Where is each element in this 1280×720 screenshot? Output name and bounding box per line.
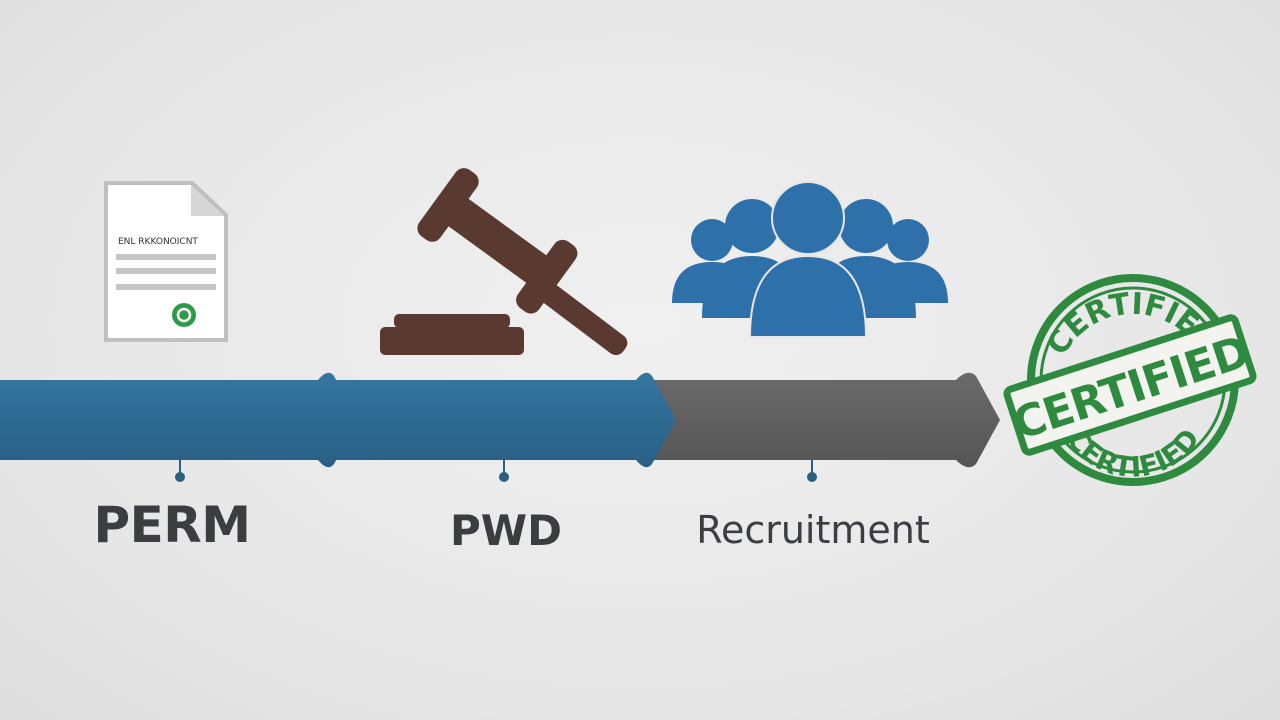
document-icon: ENL RKKONOICNT [104, 181, 228, 342]
gavel-icon [380, 168, 628, 356]
timeline-segment-2 [322, 372, 676, 468]
timeline-segment-3 [640, 372, 1000, 468]
document-line [116, 284, 216, 290]
milestone-markers [175, 460, 817, 482]
document-seal-icon [172, 303, 196, 327]
milestone-dot [807, 472, 817, 482]
stage-label-pwd: PWD [450, 506, 562, 555]
document-line [116, 268, 216, 274]
document-heading: ENL RKKONOICNT [118, 237, 198, 247]
certified-stamp: CERTIFIED CERTIFIED CERTIFIED [1003, 274, 1257, 486]
milestone-dot [499, 472, 509, 482]
document-line [116, 254, 216, 260]
people-group-icon [672, 181, 948, 338]
stage-label-recruitment: Recruitment [696, 508, 930, 552]
stage-label-perm: PERM [93, 496, 251, 554]
milestone-dot [175, 472, 185, 482]
timeline-segment-1 [0, 372, 358, 468]
timeline [0, 372, 1000, 468]
